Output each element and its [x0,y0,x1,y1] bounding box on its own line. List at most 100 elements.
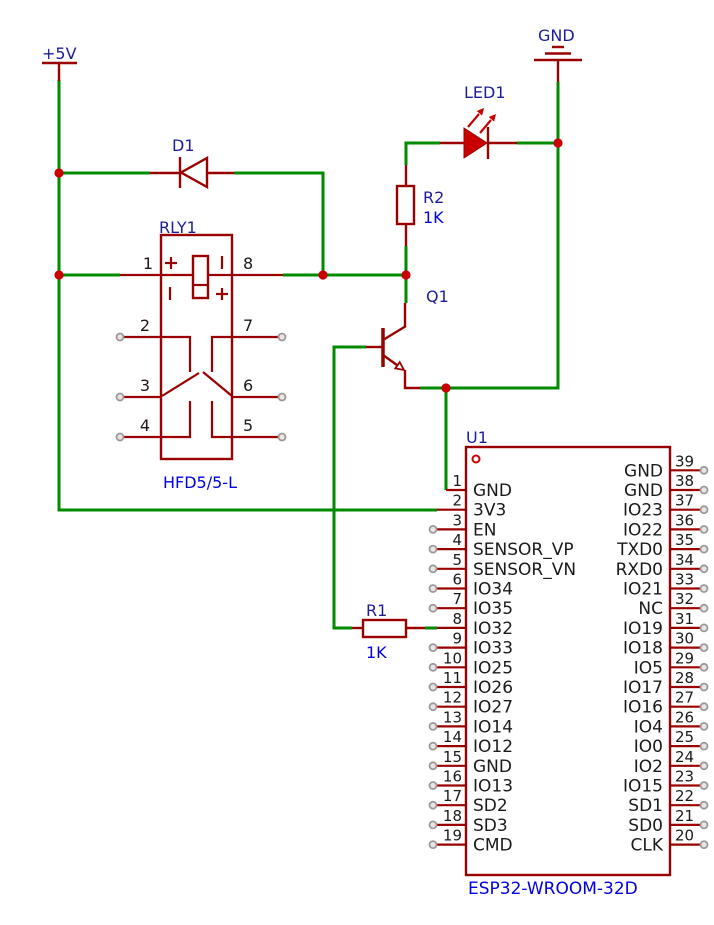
u1-pin-label: IO12 [473,737,513,757]
rly1-value-label[interactable]: HFD5/5-L [163,473,237,492]
u1-ref-label[interactable]: U1 [466,428,488,447]
u1-pin-label: IO23 [623,501,663,521]
u1-pin-11-terminal[interactable] [428,682,438,692]
r1-value-label[interactable]: 1K [366,643,387,662]
u1-pin-6-terminal[interactable] [428,584,438,593]
u1-value-label[interactable]: ESP32-WROOM-32D [468,879,638,899]
r2-value-label[interactable]: 1K [423,208,444,227]
u1-pin-label: EN [473,520,496,540]
u1-pin-number: 34 [675,551,694,569]
rly1-pin4-terminal[interactable] [115,432,125,442]
u1-pin-28-terminal[interactable] [699,682,709,692]
u1-pin-36-terminal[interactable] [699,525,709,534]
relay-rly1[interactable]: 1 2 3 4 8 7 6 5 RLY1 HFD5/5-L [115,218,287,492]
gnd-label: GND [538,26,575,45]
u1-pin-label: IO4 [634,717,663,737]
u1-pin-number: 13 [443,708,462,726]
u1-pin-38-terminal[interactable] [699,485,709,495]
diode-d1[interactable]: D1 [150,136,234,190]
u1-pin-label: IO26 [473,678,513,698]
rly1-pin6-terminal[interactable] [277,392,287,402]
u1-pin-29-terminal[interactable] [699,662,709,672]
led1-ref-label[interactable]: LED1 [464,83,506,102]
wire-gnd-to-emitter[interactable] [420,141,560,390]
u1-pin-5-terminal[interactable] [428,564,438,574]
u1-pin-number: 28 [675,669,694,687]
u1-pin-35-terminal[interactable] [699,544,709,554]
u1-pin-label: IO16 [623,698,663,718]
u1-pin-20-terminal[interactable] [699,840,709,849]
rly1-pin5-terminal[interactable] [277,432,287,442]
u1-pin-15-terminal[interactable] [428,761,438,771]
u1-pin-37-terminal[interactable] [699,505,709,515]
u1-pin-19-terminal[interactable] [428,840,438,849]
u1-pin-9-terminal[interactable] [428,643,438,652]
u1-pin-label: IO32 [473,619,513,639]
rly1-ref-label[interactable]: RLY1 [159,218,197,237]
u1-pin-3-terminal[interactable] [428,525,438,534]
q1-ref-label[interactable]: Q1 [426,287,449,306]
u1-pin-number: 20 [675,827,694,845]
transistor-q1[interactable]: Q1 [366,287,449,390]
u1-pin-16-terminal[interactable] [428,781,438,790]
u1-pin-label: SENSOR_VN [473,560,576,580]
wire-led-to-r2[interactable] [404,141,440,165]
u1-pin-31-terminal[interactable] [699,623,709,633]
u1-pin-18-terminal[interactable] [428,820,438,830]
r2-ref-label[interactable]: R2 [423,188,444,207]
u1-pin-21-terminal[interactable] [699,820,709,830]
u1-pin-number: 23 [675,768,694,786]
u1-pin-22-terminal[interactable] [699,800,709,810]
u1-pin-23-terminal[interactable] [699,781,709,790]
u1-pin-33-terminal[interactable] [699,584,709,593]
resistor-r1[interactable]: R1 1K [352,601,425,662]
q1-emitter-stub [403,370,420,390]
u1-pin-label: SD0 [628,816,663,836]
u1-pin-24-terminal[interactable] [699,761,709,771]
vcc-symbol[interactable]: +5V [42,44,77,81]
rly1-pin3-terminal[interactable] [115,392,125,402]
rly1-pin2-terminal[interactable] [115,332,125,342]
wire-d1-to-coil-node[interactable] [234,171,325,275]
u1-pin-17-terminal[interactable] [428,800,438,810]
led-led1[interactable]: LED1 [440,83,517,159]
rly1-pin-number: 5 [243,416,253,435]
u1-pin-number: 39 [675,452,694,470]
u1-pin-30-terminal[interactable] [699,643,709,652]
u1-pin-label: IO13 [473,777,513,797]
u1-pin-number: 4 [452,531,462,549]
u1-pin-4-terminal[interactable] [428,544,438,554]
u1-pin-7-terminal[interactable] [428,603,438,613]
wire-base-to-r1[interactable] [332,345,366,630]
u1-pin-12-terminal[interactable] [428,702,438,712]
u1-pin-number: 8 [452,610,462,628]
u1-pin-39-terminal[interactable] [699,465,709,475]
q1-emitter-arrowhead [393,360,406,372]
rly1-pin7-terminal[interactable] [277,332,287,342]
wire-vcc-rail-to-3v3[interactable] [57,80,437,512]
junction-d1-coil [318,270,328,280]
r1-ref-label[interactable]: R1 [366,601,387,620]
u1-pin-label: IO22 [623,520,663,540]
u1-pin-25-terminal[interactable] [699,741,709,751]
u1-pin-label: IO27 [473,698,513,718]
d1-triangle [178,155,209,190]
u1-pin-26-terminal[interactable] [699,722,709,731]
u1-pin-27-terminal[interactable] [699,702,709,712]
u1-pin-13-terminal[interactable] [428,722,438,731]
u1-pin-number: 11 [443,669,462,687]
u1-pin-label: IO35 [473,599,513,619]
u1-pin-10-terminal[interactable] [428,662,438,672]
u1-pin-34-terminal[interactable] [699,564,709,574]
junction-led-gnd [553,138,563,148]
gnd-symbol[interactable]: GND [534,26,582,82]
d1-ref-label[interactable]: D1 [172,136,195,155]
u1-pin-label: RXD0 [616,560,663,580]
u1-pin-14-terminal[interactable] [428,741,438,751]
resistor-r2[interactable]: R2 1K [395,165,444,246]
u1-pin-32-terminal[interactable] [699,603,709,613]
u1-pin-label: CLK [631,836,664,856]
